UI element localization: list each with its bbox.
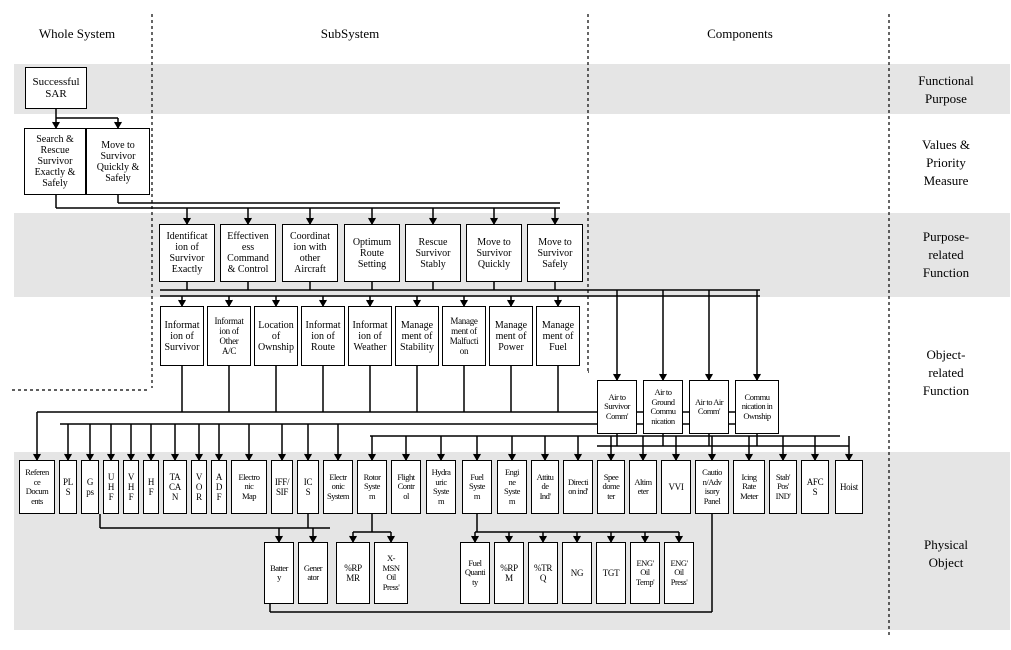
box-communication-in-ownship: Commu nication in Ownship [735, 380, 779, 434]
level-values-priority: Values & Priority Measure [921, 137, 971, 188]
box-direction-indicator: Directi on ind' [563, 460, 593, 514]
box-rescue-survivor-stably: Rescue Survivor Stably [405, 224, 461, 282]
box-location-of-ownship: Location of Ownship [254, 306, 298, 366]
box-move-to-survivor-safely: Move to Survivor Safely [527, 224, 583, 282]
box-x-msn-oil-press: X- MSN Oil Press' [374, 542, 408, 604]
box-electronic-map: Electro nic Map [231, 460, 267, 514]
box-flight-control: Flight Contr ol [391, 460, 421, 514]
box-electronic-system: Electr onic System [323, 460, 353, 514]
box-air-to-survivor-comm: Air to Survivor Comm' [597, 380, 637, 434]
box-vvi: VVI [661, 460, 691, 514]
box-caution-advisory-panel: Cautio n/Adv isory Panel [695, 460, 729, 514]
level-purpose-related: Purpose- related Function [922, 229, 970, 280]
box-hoist: Hoist [835, 460, 863, 514]
box-trq: %TR Q [528, 542, 558, 604]
box-management-of-fuel: Manage ment of Fuel [536, 306, 580, 366]
box-search-rescue-survivor: Search & Rescue Survivor Exactly & Safel… [24, 128, 86, 195]
box-optimum-route-setting: Optimum Route Setting [344, 224, 400, 282]
box-speedometer: Spee dome ter [597, 460, 625, 514]
level-physical-object: Physical Object [923, 537, 969, 570]
box-battery: Batter y [264, 542, 294, 604]
box-effectiveness-command-control: Effectiven ess Command & Control [220, 224, 276, 282]
box-icing-rate-meter: Icing Rate Meter [733, 460, 765, 514]
header-whole-system: Whole System [38, 26, 116, 41]
box-ics: IC S [297, 460, 319, 514]
box-hydraulic-system: Hydra uric Syste m [426, 460, 456, 514]
box-afcs: AFC S [801, 460, 829, 514]
box-reference-documents: Referen ce Docum ents [19, 460, 55, 514]
box-successful-sar: Successful SAR [25, 67, 87, 109]
box-eng-oil-press: ENG' Oil Press' [664, 542, 694, 604]
box-fuel-quantity: Fuel Quanti ty [460, 542, 490, 604]
box-air-to-ground-communication: Air to Ground Commu nication [643, 380, 683, 434]
box-move-to-survivor-quickly-safely: Move to Survivor Quickly & Safely [86, 128, 150, 195]
box-identification-of-survivor: Identificat ion of Survivor Exactly [159, 224, 215, 282]
box-engine-system: Engi ne Syste m [497, 460, 527, 514]
header-subsystem: SubSystem [320, 26, 380, 41]
box-rpm: %RP M [494, 542, 524, 604]
box-ng: NG [562, 542, 592, 604]
box-rotor-system: Rotor Syste m [357, 460, 387, 514]
box-move-to-survivor-quickly: Move to Survivor Quickly [466, 224, 522, 282]
band-functional-purpose [14, 64, 1010, 114]
box-management-of-malfunction: Manage ment of Malfucti on [442, 306, 486, 366]
level-object-related: Object- related Function [922, 347, 970, 398]
box-management-of-stability: Manage ment of Stability [395, 306, 439, 366]
box-information-of-survivor: Informat ion of Survivor [160, 306, 204, 366]
box-air-to-air-comm: Air to Air Comm' [689, 380, 729, 434]
box-gps: G ps [81, 460, 99, 514]
box-management-of-power: Manage ment of Power [489, 306, 533, 366]
box-tacan: TA CA N [163, 460, 187, 514]
box-information-of-other-ac: Informat ion of Other A/C [207, 306, 251, 366]
box-information-of-route: Informat ion of Route [301, 306, 345, 366]
box-altimeter: Altim eter [629, 460, 657, 514]
box-vor: V O R [191, 460, 207, 514]
box-tgt: TGT [596, 542, 626, 604]
box-attitude-indicator: Attitu de Ind' [531, 460, 559, 514]
box-iff-sif: IFF/ SIF [271, 460, 293, 514]
box-pls: PL S [59, 460, 77, 514]
box-vhf: V H F [123, 460, 139, 514]
box-uhf: U H F [103, 460, 119, 514]
header-components: Components [707, 26, 773, 41]
box-rpm-mr: %RP MR [336, 542, 370, 604]
box-coordination-other-aircraft: Coordinat ion with other Aircraft [282, 224, 338, 282]
box-adf: A D F [211, 460, 227, 514]
level-functional-purpose: Functional Purpose [918, 73, 974, 106]
box-eng-oil-temp: ENG' Oil Temp' [630, 542, 660, 604]
box-information-of-weather: Informat ion of Weather [348, 306, 392, 366]
box-hf: H F [143, 460, 159, 514]
box-fuel-system: Fuel Syste m [462, 460, 492, 514]
box-stab-pos-ind: Stab' Pos' IND' [769, 460, 797, 514]
box-generator: Gener ator [298, 542, 328, 604]
